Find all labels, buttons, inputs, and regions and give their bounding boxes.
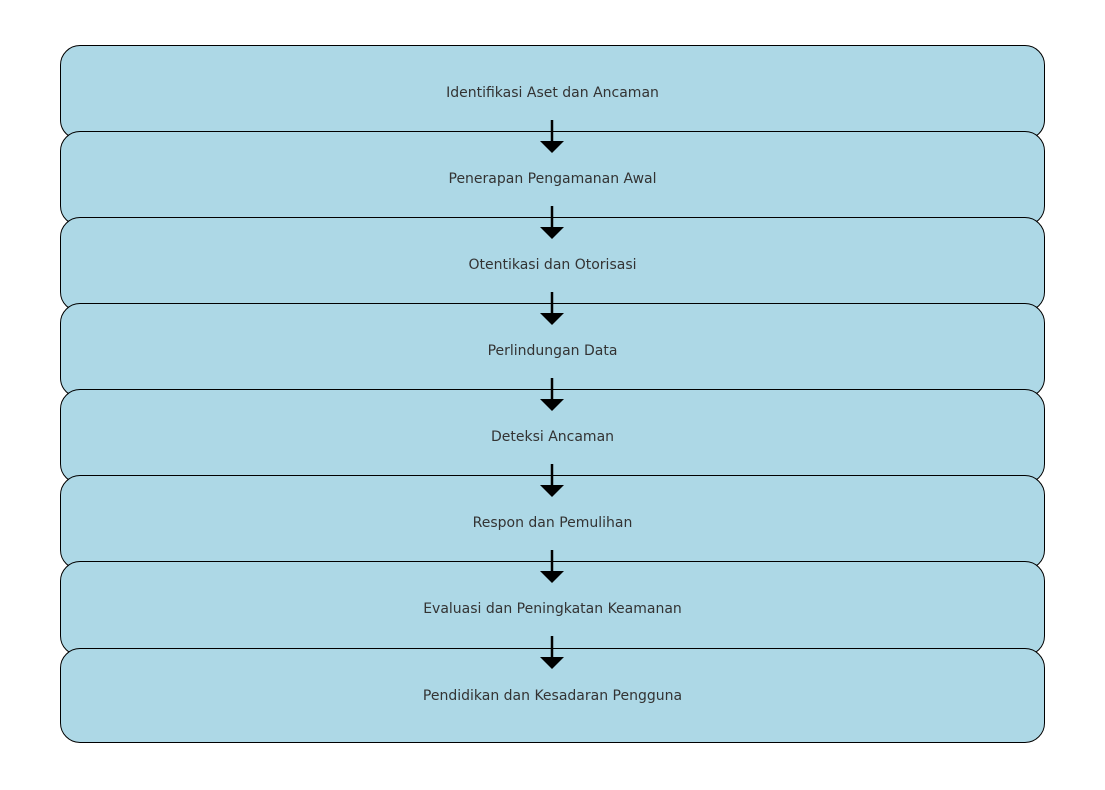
step-label-8: Pendidikan dan Kesadaran Pengguna [422,687,683,704]
step-label-3: Otentikasi dan Otorisasi [468,256,637,273]
arrow-down-icon-2 [540,206,564,239]
step-label-1: Identifikasi Aset dan Ancaman [446,84,659,101]
arrow-down-icon-3 [540,292,564,325]
arrow-down-icon-5 [540,464,564,497]
step-label-5: Deteksi Ancaman [490,428,615,445]
arrow-down-icon-6 [540,550,564,583]
step-label-6: Respon dan Pemulihan [472,514,633,531]
arrow-down-icon-7 [540,636,564,669]
step-label-7: Evaluasi dan Peningkatan Keamanan [423,600,682,617]
step-label-4: Perlindungan Data [487,342,618,359]
arrow-down-icon-1 [540,120,564,153]
step-label-2: Penerapan Pengamanan Awal [448,170,657,187]
arrow-down-icon-4 [540,378,564,411]
